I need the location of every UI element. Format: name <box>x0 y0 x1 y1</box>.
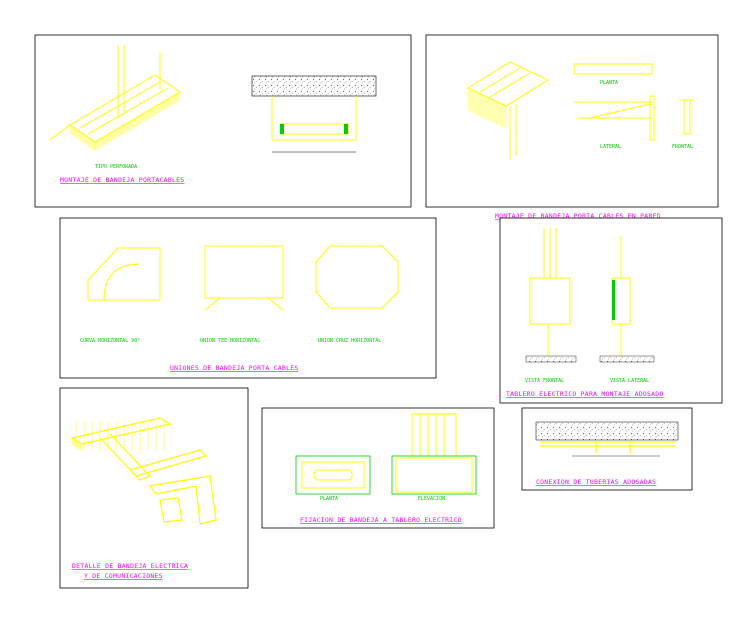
floor-hatch <box>525 355 577 363</box>
planta-outline <box>573 63 653 75</box>
panel-title: MONTAJE DE BANDEJA PORTACABLES <box>60 176 184 184</box>
tray-section-drawing <box>251 75 377 153</box>
panel-frame <box>34 34 412 208</box>
panel-montaje-pared: PLANTA LATERAL FRONTAL MONTAJE DE BANDEJ… <box>425 34 719 220</box>
panel-frame <box>521 407 693 491</box>
wall-tray-isometric <box>466 61 550 160</box>
wall-marker <box>612 280 615 320</box>
planta-frame <box>295 455 371 495</box>
panel-fijacion: PLANTA ELEVACION FIJACION DE BANDEJA A T… <box>261 407 495 529</box>
panel-title: UNIONES DE BANDEJA PORTA CABLES <box>170 364 299 372</box>
panel-title: TABLERO ELECTRICO PARA MONTAJE ADOSADO <box>506 390 664 398</box>
tablero-frontal-drawing <box>529 228 571 356</box>
label-union-cruz: UNION CRUZ HORIZONTAL <box>318 338 381 344</box>
union-cruz-drawing <box>315 245 399 309</box>
union-tee-drawing <box>204 245 284 311</box>
panel-uniones: CURVA HORIZONTAL 90° UNION TEE HORIZONTA… <box>59 217 437 379</box>
label-vista-lateral: VISTA LATERAL <box>610 378 649 384</box>
label-curva-horizontal: CURVA HORIZONTAL 90° <box>80 338 140 344</box>
panel-tablero: VISTA FRONTAL VISTA LATERAL TABLERO ELEC… <box>499 217 723 404</box>
curva-horizontal-drawing <box>87 247 161 301</box>
tray-isometric-drawing <box>49 45 181 151</box>
wall-tray-lateral <box>574 95 655 141</box>
panel-conexion: CONEXION DE TUBERIAS ADOSADAS <box>521 407 693 491</box>
label-union-tee: UNION TEE HORIZONTAL <box>200 338 260 344</box>
panel-title: CONEXION DE TUBERIAS ADOSADAS <box>536 478 656 486</box>
support-marker <box>344 124 348 134</box>
elevacion-frame <box>391 455 477 495</box>
panel-frame <box>499 217 723 404</box>
support-marker <box>280 124 284 134</box>
fijacion-elevacion-drawing <box>395 413 473 493</box>
ladder-rungs <box>72 420 172 450</box>
wall-tray-planta: PLANTA <box>573 63 653 86</box>
label-planta: PLANTA <box>320 496 338 502</box>
wall-hatch <box>535 421 679 441</box>
slab-hatch <box>251 75 377 97</box>
view-label-lateral: LATERAL <box>600 144 621 150</box>
sub-label-tipo-perforada: TIPO PERFORADA <box>95 164 137 170</box>
view-label-planta: PLANTA <box>600 80 618 86</box>
view-label-frontal: FRONTAL <box>672 144 693 150</box>
panel-montaje-portacables: TIPO PERFORADA MONTAJE DE BANDEJA PORTAC… <box>34 34 412 208</box>
panel-frame <box>59 387 249 589</box>
panel-frame <box>425 34 719 208</box>
pipe-drawing <box>540 441 676 454</box>
fijacion-planta-drawing <box>301 461 365 489</box>
label-vista-frontal: VISTA FRONTAL <box>525 378 564 384</box>
panel-title: MONTAJE DE BANDEJA PORTA CABLES EN PARED <box>495 212 661 220</box>
panel-title-line1: DETALLE DE BANDEJA ELECTRICA <box>72 562 188 570</box>
floor-hatch <box>599 355 655 363</box>
panel-detalle: DETALLE DE BANDEJA ELECTRICA Y DE COMUNI… <box>59 387 249 589</box>
panel-title-line2: Y DE COMUNICACIONES <box>84 572 163 580</box>
wall-tray-frontal <box>680 99 694 135</box>
label-elevacion: ELEVACION <box>418 496 445 502</box>
panel-title: FIJACION DE BANDEJA A TABLERO ELECTRICO <box>300 516 462 524</box>
panel-frame <box>261 407 495 529</box>
